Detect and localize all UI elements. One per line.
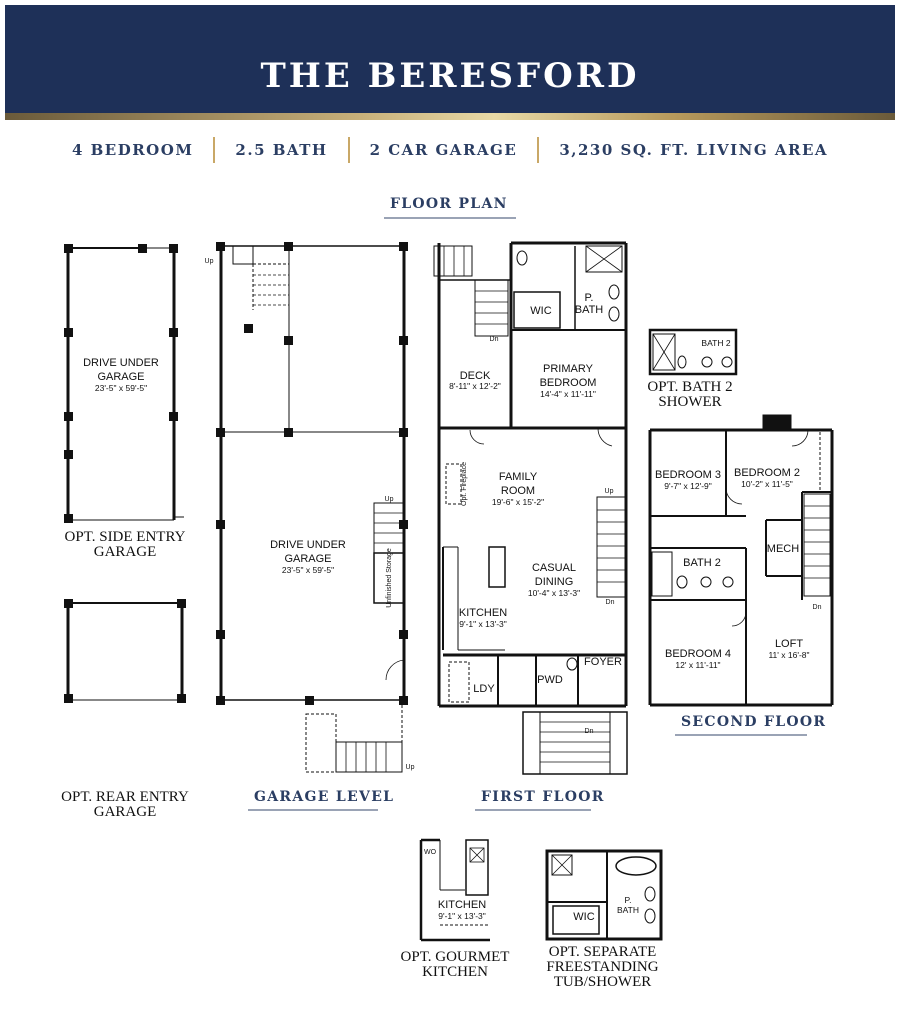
kitchen-dim: 9'-1" x 13'-3"	[459, 619, 507, 629]
side-garage-name: DRIVE UNDER	[83, 357, 159, 369]
casual-dining-dim: 10'-4" x 13'-3"	[528, 588, 580, 598]
spec-divider	[213, 137, 216, 163]
first-floor-underline	[475, 809, 591, 811]
garage-name: DRIVE UNDER	[270, 539, 346, 551]
spec-bedrooms: 4 BEDROOM	[71, 141, 194, 159]
bedroom3-name: BEDROOM 3	[655, 469, 721, 481]
opt-bath2-shower-plan	[648, 328, 738, 376]
p-bath-label: BATH	[575, 304, 604, 316]
bedroom4-name: BEDROOM 4	[665, 648, 731, 660]
stair-up-label: Up	[385, 496, 394, 503]
garage-dim: 23'-5" x 59'-5"	[282, 565, 334, 575]
deck-dim: 8'-11" x 12'-2"	[449, 381, 501, 391]
bedroom2-dim: 10'-2" x 11'-5"	[741, 479, 793, 489]
floor-plan-heading: FLOOR PLAN	[390, 196, 508, 212]
opt-separate-tub-plan	[545, 849, 663, 941]
first-floor-heading: FIRST FLOOR	[481, 789, 605, 805]
stair-up-label: Up	[205, 258, 214, 265]
wic-label: WIC	[530, 305, 551, 317]
bedroom4-dim: 12' x 11'-11"	[675, 660, 720, 670]
side-entry-garage-plan	[66, 247, 184, 521]
family-room-dim: 19'-6" x 15'-2"	[492, 497, 544, 507]
bedroom3-dim: 9'-7" x 12'-9"	[664, 481, 712, 491]
specs-bar: 4 BEDROOM 2.5 BATH 2 CAR GARAGE 3,230 SQ…	[0, 137, 900, 163]
plan-title: THE BERESFORD	[260, 56, 640, 96]
ldy-label: LDY	[473, 683, 495, 695]
primary-bedroom-name: PRIMARY	[543, 363, 594, 375]
mech-label: MECH	[767, 543, 799, 555]
primary-bedroom-name: BEDROOM	[540, 377, 597, 389]
spec-divider	[537, 137, 540, 163]
title-banner	[5, 5, 895, 113]
loft-dim: 11' x 16'-8"	[768, 650, 809, 660]
spec-divider	[347, 137, 350, 163]
loft-name: LOFT	[775, 638, 803, 650]
stair-down-label: Dn	[585, 728, 594, 735]
banner-gold-stripe	[5, 113, 895, 120]
stair-down-label: Dn	[813, 604, 822, 611]
floor-plan-underline	[384, 217, 516, 219]
side-garage-name: GARAGE	[97, 371, 144, 383]
casual-dining-name: CASUAL	[532, 562, 576, 574]
opt-p-bath-label: P.	[625, 895, 632, 905]
p-bath-label: P.	[585, 292, 594, 304]
garage-level-plan	[219, 245, 406, 773]
opt-kitchen-dim: 9'-1" x 13'-3"	[438, 911, 486, 921]
spec-baths: 2.5 BATH	[235, 141, 328, 159]
foyer-label: FOYER	[584, 656, 622, 668]
opt-p-bath-label: BATH	[617, 905, 639, 915]
stair-up-label: Up	[406, 764, 415, 771]
storage-label: Unfinished Storage	[386, 548, 393, 608]
second-floor-plan	[648, 414, 834, 707]
casual-dining-name: DINING	[535, 576, 574, 588]
family-room-name: ROOM	[501, 485, 535, 497]
opt-bath2-label: BATH 2	[701, 338, 730, 348]
opt-gourmet-kitchen-plan	[419, 838, 490, 942]
garage-level-underline	[248, 809, 378, 811]
deck-name: DECK	[460, 370, 491, 382]
stair-down-label: Dn	[490, 336, 499, 343]
primary-bedroom-dim: 14'-4" x 11'-11"	[540, 389, 596, 399]
side-garage-dim: 23'-5" x 59'-5"	[95, 383, 147, 393]
rear-entry-garage-plan	[66, 602, 184, 701]
second-floor-underline	[675, 734, 807, 736]
kitchen-name: KITCHEN	[459, 607, 507, 619]
spec-garage: 2 CAR GARAGE	[369, 141, 518, 159]
spec-living-area: 3,230 SQ. FT. LIVING AREA	[559, 141, 829, 159]
stair-up-label: Up	[605, 488, 614, 495]
first-floor-plan	[433, 241, 628, 775]
opt-kitchen-name: KITCHEN	[438, 899, 486, 911]
fireplace-label: Opt. Fireplace	[461, 462, 468, 506]
wo-label: WO	[424, 849, 437, 856]
garage-level-heading: GARAGE LEVEL	[254, 789, 395, 805]
pwd-label: PWD	[537, 674, 563, 686]
bath2-label: BATH 2	[683, 557, 721, 569]
family-room-name: FAMILY	[499, 471, 538, 483]
opt-wic-label: WIC	[573, 911, 594, 923]
second-floor-heading: SECOND FLOOR	[681, 714, 827, 730]
garage-name: GARAGE	[284, 553, 331, 565]
stair-down-label: Dn	[606, 599, 615, 606]
bedroom2-name: BEDROOM 2	[734, 467, 800, 479]
structural-posts	[64, 242, 408, 705]
